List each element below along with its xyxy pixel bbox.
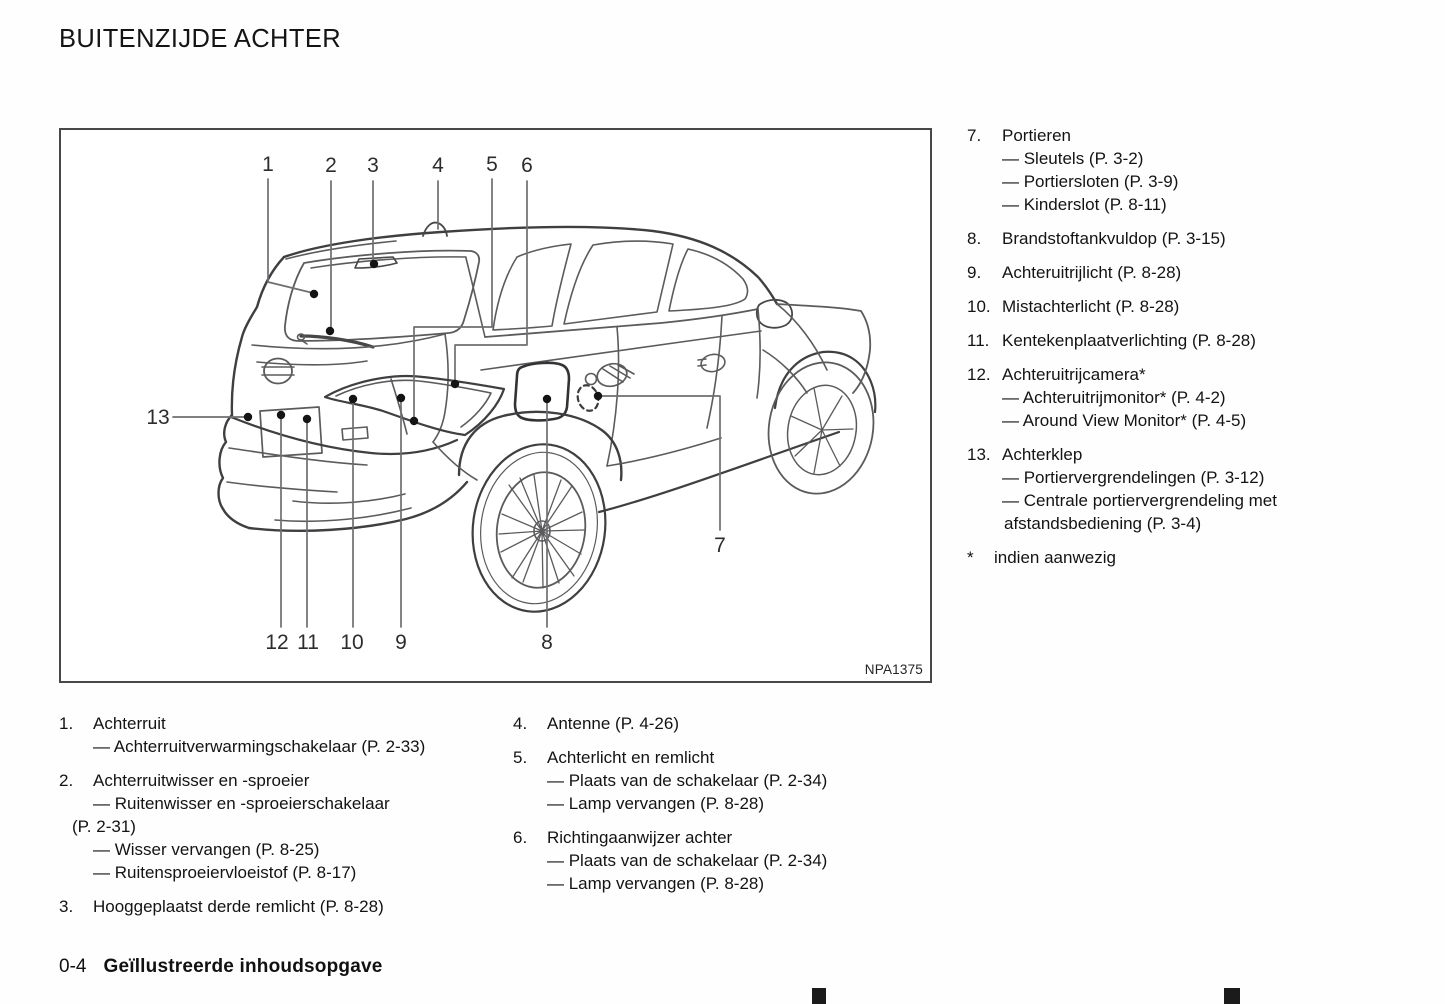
list-item-number: 1. <box>59 714 74 733</box>
list-item-title: Achteruitrijcamera* <box>1002 365 1146 384</box>
callout-number: 13 <box>146 406 169 429</box>
footnote: * indien aanwezig <box>967 546 1443 569</box>
list-item-title: Portieren <box>1002 126 1071 145</box>
list-item: 13. Achterklep — Portiervergrendelingen … <box>967 443 1443 535</box>
list-item-number: 5. <box>513 748 528 767</box>
callout-number: 8 <box>541 631 553 654</box>
callout-number: 9 <box>395 631 407 654</box>
list-column-right: 7. Portieren — Sleutels (P. 3-2) — Portie… <box>967 124 1443 569</box>
footnote-text: indien aanwezig <box>994 548 1116 567</box>
list-item: 10. Mistachterlicht (P. 8-28) <box>967 295 1443 318</box>
callout-number: 11 <box>297 631 319 654</box>
list-item-number: 4. <box>513 714 528 733</box>
list-item: 5. Achterlicht en remlicht — Plaats van … <box>513 746 937 815</box>
page-footer: 0-4 Geïllustreerde inhoudsopgave <box>59 956 383 978</box>
list-item: 6. Richtingaanwijzer achter — Plaats van… <box>513 826 937 895</box>
list-item-subline: (P. 2-31) <box>72 817 136 836</box>
callout-numbers: 1 2 3 4 5 6 7 8 9 10 11 12 13 <box>146 153 726 654</box>
list-item: 4. Antenne (P. 4-26) <box>513 712 937 735</box>
callout-number: 1 <box>262 153 274 176</box>
list-item-number: 6. <box>513 828 528 847</box>
footnote-asterisk: * <box>967 548 974 567</box>
list-item-number: 3. <box>59 897 74 916</box>
list-item-title: Kentekenplaatverlichting (P. 8-28) <box>1002 331 1256 350</box>
list-item-subline: — Portiervergrendelingen (P. 3-12) <box>1002 468 1265 487</box>
callout-number: 12 <box>265 631 288 654</box>
list-item: 11. Kentekenplaatverlichting (P. 8-28) <box>967 329 1443 352</box>
list-item-subline: afstandsbediening (P. 3-4) <box>1004 514 1202 533</box>
list-item-number: 9. <box>967 263 982 282</box>
list-item: 8. Brandstoftankvuldop (P. 3-15) <box>967 227 1443 250</box>
list-item-title: Richtingaanwijzer achter <box>547 828 733 847</box>
figure-code: NPA1375 <box>864 662 923 677</box>
car-diagram-box: 1 2 3 4 5 6 7 8 9 10 11 12 13 NPA1375 <box>59 128 932 683</box>
callout-number: 10 <box>340 631 363 654</box>
list-item-subline: — Lamp vervangen (P. 8-28) <box>547 794 765 813</box>
list-item-subline: — Plaats van de schakelaar (P. 2-34) <box>547 771 828 790</box>
list-item-title: Achterlicht en remlicht <box>547 748 715 767</box>
page-edge-mark <box>812 988 826 1004</box>
list-item-subline: — Achteruitrijmonitor* (P. 4-2) <box>1002 388 1226 407</box>
list-item-subline: — Wisser vervangen (P. 8-25) <box>93 840 320 859</box>
list-item-title: Mistachterlicht (P. 8-28) <box>1002 297 1180 316</box>
list-item: 9. Achteruitrijlicht (P. 8-28) <box>967 261 1443 284</box>
list-item-subline: — Kinderslot (P. 8-11) <box>1002 195 1167 214</box>
callout-leader-lines <box>172 178 721 628</box>
list-item-subline: — Ruitenwisser en -sproeierschakelaar <box>93 794 390 813</box>
list-item-subline: — Portiersloten (P. 3-9) <box>1002 172 1179 191</box>
list-item-subline: — Achterruitverwarmingschakelaar (P. 2-3… <box>93 737 426 756</box>
callout-number: 6 <box>521 154 533 177</box>
list-item-number: 10. <box>967 297 991 316</box>
leader-5 <box>413 178 493 420</box>
section-title: Geïllustreerde inhoudsopgave <box>103 956 383 977</box>
leader-7 <box>601 395 721 531</box>
list-item: 2. Achterruitwisser en -sproeier — Ruite… <box>59 769 495 884</box>
list-item: 3. Hooggeplaatst derde remlicht (P. 8-28… <box>59 895 495 918</box>
callout-dots <box>243 259 603 426</box>
list-item-title: Brandstoftankvuldop (P. 3-15) <box>1002 229 1226 248</box>
list-item: 12. Achteruitrijcamera* — Achteruitrijmo… <box>967 363 1443 432</box>
page-title: BUITENZIJDE ACHTER <box>59 25 342 53</box>
car-rear-illustration: 1 2 3 4 5 6 7 8 9 10 11 12 13 <box>146 153 877 654</box>
list-item-number: 11. <box>967 331 990 350</box>
list-item-title: Achteruitrijlicht (P. 8-28) <box>1002 263 1182 282</box>
list-item-subline: — Centrale portiervergrendeling met <box>1002 491 1277 510</box>
leader-6 <box>454 180 528 383</box>
list-item-number: 7. <box>967 126 982 145</box>
list-column-middle: 4. Antenne (P. 4-26) 5. Achterlicht en r… <box>513 712 937 906</box>
list-item: 7. Portieren — Sleutels (P. 3-2) — Portie… <box>967 124 1443 216</box>
list-item-number: 2. <box>59 771 74 790</box>
list-item-subline: — Around View Monitor* (P. 4-5) <box>1002 411 1247 430</box>
callout-number: 5 <box>486 153 498 176</box>
list-item-number: 12. <box>967 365 991 384</box>
list-item-subline: — Sleutels (P. 3-2) <box>1002 149 1144 168</box>
list-item-title: Achterruit <box>93 714 166 733</box>
callout-number: 3 <box>367 154 379 177</box>
list-item-subline: — Lamp vervangen (P. 8-28) <box>547 874 765 893</box>
car-body <box>217 221 877 613</box>
list-item-title: Hooggeplaatst derde remlicht (P. 8-28) <box>93 897 384 916</box>
list-item: 1. Achterruit — Achterruitverwarmingscha… <box>59 712 495 758</box>
callout-number: 2 <box>325 154 337 177</box>
list-item-number: 8. <box>967 229 982 248</box>
list-item-title: Achterklep <box>1002 445 1083 464</box>
leader-1 <box>267 178 314 294</box>
list-item-number: 13. <box>967 445 991 464</box>
list-item-title: Antenne (P. 4-26) <box>547 714 679 733</box>
list-item-title: Achterruitwisser en -sproeier <box>93 771 310 790</box>
list-item-subline: — Ruitensproeiervloeistof (P. 8-17) <box>93 863 357 882</box>
list-column-left: 1. Achterruit — Achterruitverwarmingscha… <box>59 712 495 929</box>
list-item-subline: — Plaats van de schakelaar (P. 2-34) <box>547 851 828 870</box>
callout-number: 4 <box>432 154 444 177</box>
callout-number: 7 <box>714 534 726 557</box>
page-number: 0-4 <box>59 956 87 977</box>
page-edge-mark <box>1224 988 1240 1004</box>
